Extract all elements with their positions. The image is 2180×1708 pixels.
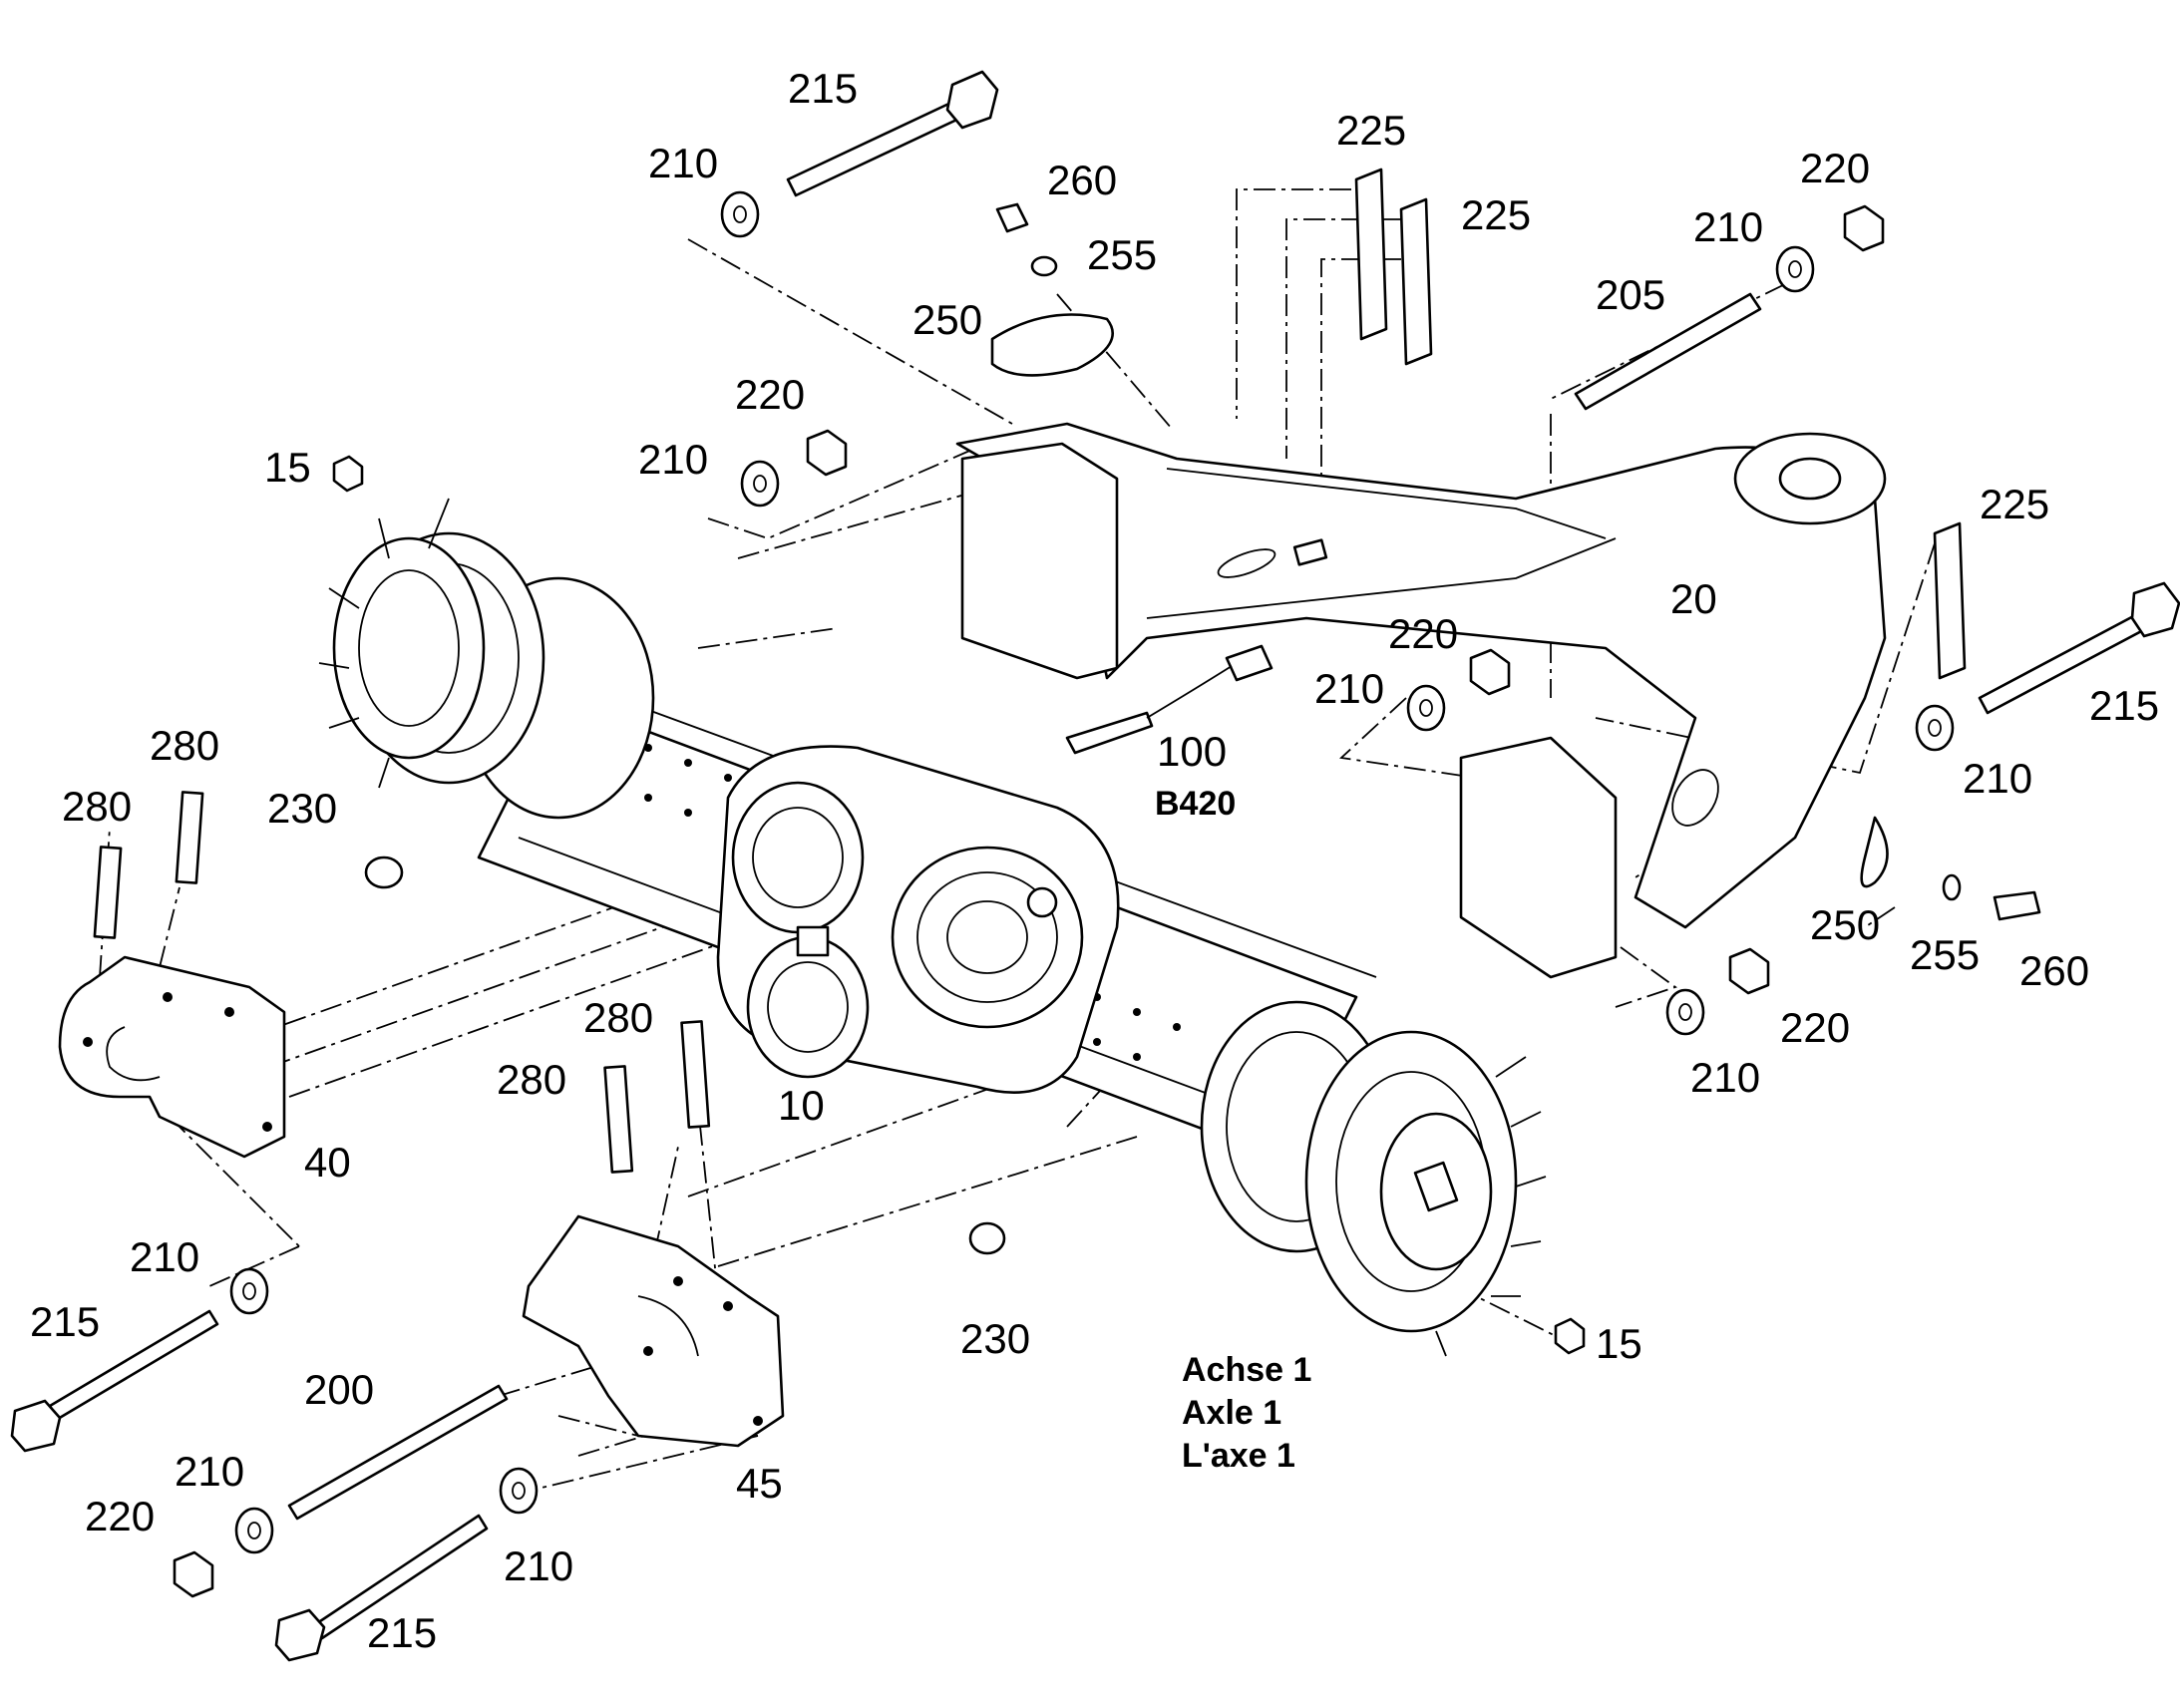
callout-15-top: 15: [264, 444, 311, 491]
callout-210-upper: 210: [638, 436, 708, 483]
callout-260-top: 260: [1047, 157, 1117, 203]
callout-210-lower-left: 210: [130, 1233, 199, 1280]
axle-caption-fr: L'axe 1: [1182, 1437, 1295, 1475]
callout-200: 200: [304, 1366, 374, 1413]
axle-caption: Achse 1 Axle 1 L'axe 1: [1182, 1351, 1311, 1475]
callout-280-center-b: 280: [497, 1056, 566, 1103]
axle-mounting-holes: [644, 744, 1181, 1061]
plates-225: [1354, 168, 1967, 680]
callout-15-lower: 15: [1596, 1320, 1642, 1367]
axle-caption-de: Achse 1: [1182, 1351, 1311, 1389]
locking-nuts-15: [332, 455, 1586, 1355]
callout-215-lower-left: 215: [30, 1298, 100, 1345]
bolt-215-lower-left: [10, 1309, 219, 1453]
bolt-200: [287, 1384, 509, 1521]
callout-225-top-a: 225: [1336, 107, 1406, 154]
left-hub-wheel-studs: [318, 498, 450, 789]
plugs-230: [364, 855, 1006, 1255]
axle-carrier-arm: [955, 422, 1887, 979]
covers-250: [990, 313, 1889, 888]
bolt-215-top: [786, 70, 999, 197]
callout-230-left: 230: [267, 785, 337, 832]
callout-225-right: 225: [1980, 481, 2049, 527]
callout-255-top: 255: [1087, 231, 1157, 278]
sensor-100: [1065, 644, 1273, 755]
callout-215-bottom: 215: [367, 1609, 437, 1656]
callout-10: 10: [778, 1082, 825, 1129]
callout-280-left-a: 280: [150, 722, 219, 769]
right-hub-wheel-studs: [1435, 1056, 1547, 1357]
callout-215-right: 215: [2089, 682, 2159, 729]
clamp-bracket-40: [58, 955, 286, 1159]
callout-255-right: 255: [1910, 931, 1980, 978]
callout-220-mid: 220: [1388, 610, 1458, 657]
callout-220-bottom-left: 220: [85, 1493, 155, 1539]
callout-215-top: 215: [788, 65, 858, 112]
callout-230-lower: 230: [960, 1315, 1030, 1362]
callout-210-bottom: 210: [504, 1542, 573, 1589]
clamp-bracket-45: [522, 1214, 785, 1448]
callout-260-right: 260: [2019, 947, 2089, 994]
sensor-code-b420: B420: [1155, 785, 1236, 823]
nuts-220: [173, 204, 1885, 1598]
callout-210-bottom-left: 210: [175, 1448, 244, 1495]
callout-250-right: 250: [1810, 901, 1880, 948]
washers-210: [229, 190, 1955, 1554]
callout-210-right-lower: 210: [1690, 1054, 1760, 1101]
callout-250-top: 250: [912, 296, 982, 343]
callout-205: 205: [1596, 271, 1665, 318]
callout-220-top-right: 220: [1800, 145, 1870, 191]
callout-20: 20: [1670, 575, 1717, 622]
callout-210-mid: 210: [1314, 665, 1384, 712]
callout-210-top: 210: [648, 140, 718, 186]
callout-40: 40: [304, 1139, 351, 1186]
studs-280: [93, 791, 711, 1174]
callout-280-left-b: 280: [62, 783, 132, 830]
callout-45: 45: [736, 1460, 783, 1507]
seal-rings-255: [1030, 255, 1962, 901]
callout-220-upper: 220: [735, 371, 805, 418]
stud-205: [1574, 292, 1762, 411]
bolt-215-bottom: [274, 1514, 489, 1662]
screws-260: [995, 202, 2041, 921]
differential-housing: [716, 745, 1120, 1094]
left-wheel-hub: [318, 498, 655, 820]
callout-210-top-right: 210: [1693, 203, 1763, 250]
callout-220-right-lower: 220: [1780, 1004, 1850, 1051]
bolt-215-right: [1978, 581, 2180, 715]
callout-280-center-a: 280: [583, 994, 653, 1041]
callout-100: 100: [1157, 728, 1227, 775]
callout-225-top-b: 225: [1461, 191, 1531, 238]
callout-210-right: 210: [1963, 755, 2032, 802]
axle-caption-en: Axle 1: [1182, 1394, 1281, 1432]
callout-labels: 215 210 260 255 250 225 225 220 210 205 …: [30, 65, 2159, 1656]
right-wheel-hub: [1200, 1000, 1547, 1357]
